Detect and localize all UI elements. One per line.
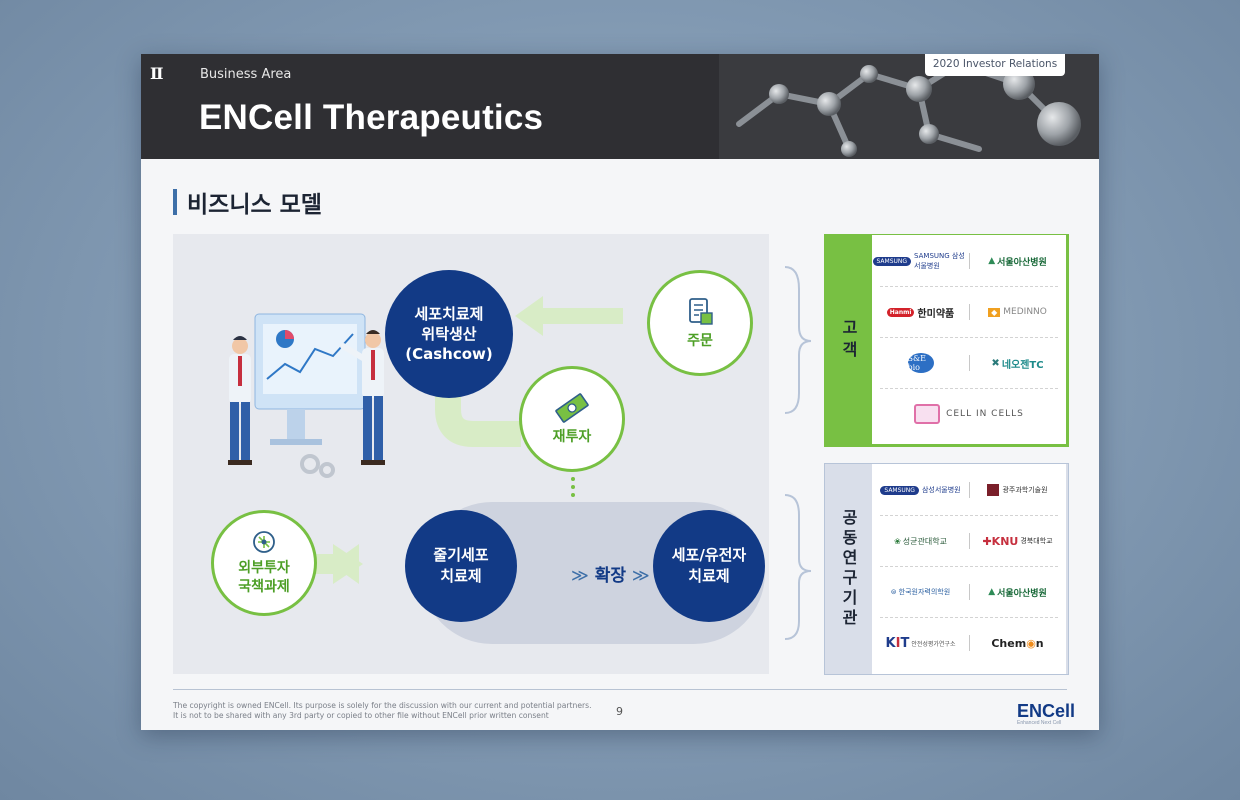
customer-row: Hanmi 한미약품 ◆MEDINNO (872, 292, 1066, 332)
section-label: Business Area (200, 67, 292, 82)
research-box: 공동연구기관 SAMSUNG 삼성서울병원 광주과학기술원 ❀성균관대학교 (824, 463, 1069, 675)
research-name: 한국원자력의학원 (898, 588, 951, 596)
divider (880, 337, 1058, 338)
divider (968, 584, 970, 600)
research-row: SAMSUNG 삼성서울병원 광주과학기술원 (872, 470, 1066, 510)
expand-text: 확장 (594, 566, 626, 586)
customers-box: 고객 SAMSUNG SAMSUNG 삼성서울병원 ▲서울아산병원 Hanmi … (824, 234, 1069, 447)
customer-logo: ◆MEDINNO (970, 307, 1066, 317)
heading-bar (173, 189, 177, 215)
brain-network-icon (253, 531, 275, 553)
order-circle: 주문 (647, 270, 753, 376)
divider (968, 635, 970, 651)
gene-therapy-circle: 세포/유전자 치료제 (653, 510, 765, 622)
customer-row: CELL IN CELLS (872, 394, 1066, 434)
research-name: 광주과학기술원 (1002, 486, 1048, 494)
customer-logo: ▲서울아산병원 (988, 256, 1047, 268)
ir-badge: 2020 Investor Relations (925, 54, 1065, 76)
reinvest-label: 재투자 (552, 429, 592, 445)
research-logo: ❀성균관대학교 (894, 536, 947, 546)
research-logo: Chem◉n (991, 636, 1044, 650)
logo-text: ENCell (1017, 701, 1076, 721)
flow-connectors (303, 296, 623, 584)
research-logo: 광주과학기술원 (970, 484, 1066, 496)
page-number: 9 (616, 705, 623, 718)
cashcow-line-2: 위탁생산 (421, 325, 477, 343)
footer-divider (173, 689, 1067, 690)
external-line-1: 외부투자 (238, 560, 290, 576)
customer-name: S&E bio (907, 353, 934, 373)
header: Ⅱ Business Area ENCell Therapeutics 2020… (141, 54, 1099, 159)
divider (880, 286, 1058, 287)
research-label: 공동연구기관 (839, 509, 858, 629)
expand-label: ≫ 확장 ≫ (571, 566, 650, 586)
divider (968, 482, 970, 498)
research-name: 서울아산병원 (997, 588, 1047, 599)
divider (968, 253, 970, 269)
divider (968, 355, 970, 371)
customer-logo: SAMSUNG SAMSUNG 삼성서울병원 (872, 251, 969, 271)
customer-name: MEDINNO (1003, 307, 1047, 317)
logo-subtext: Enhanced Next Cell (1017, 720, 1062, 726)
customer-logo: ✖네오젠TC (991, 357, 1044, 371)
customer-name: CELL IN CELLS (946, 409, 1024, 419)
gene-line-1: 세포/유전자 (671, 546, 747, 564)
customers-label: 고객 (839, 318, 858, 363)
research-logo: ▲서울아산병원 (988, 587, 1047, 599)
divider (880, 617, 1058, 618)
research-logo: ⊜한국원자력의학원 (890, 588, 951, 596)
customer-name: 네오젠TC (1001, 359, 1044, 371)
business-model-diagram: 세포치료제 위탁생산 (Cashcow) 주문 재투자 (173, 234, 769, 674)
copyright-line-1: The copyright is owned ENCell. Its purpo… (173, 701, 592, 710)
research-logo: SAMSUNG 삼성서울병원 (873, 485, 969, 495)
copyright-note: The copyright is owned ENCell. Its purpo… (173, 701, 592, 721)
research-name: 성균관대학교 (902, 536, 947, 546)
business-people-illustration (228, 313, 385, 478)
divider (880, 515, 1058, 516)
customer-name: 서울아산병원 (997, 257, 1047, 268)
cashcow-circle: 세포치료제 위탁생산 (Cashcow) (385, 270, 513, 398)
customer-logo: CELL IN CELLS (914, 404, 1024, 424)
encell-logo: ENCell Enhanced Next Cell (1017, 701, 1075, 726)
external-funding-circle: 외부투자 국책과제 (211, 510, 317, 616)
section-number: Ⅱ (150, 64, 164, 83)
customer-name: SAMSUNG 삼성서울병원 (914, 252, 965, 270)
money-icon (555, 393, 589, 423)
customer-logo: S&E bio (873, 353, 969, 373)
external-line-2: 국책과제 (238, 579, 290, 595)
research-row: ⊜한국원자력의학원 ▲서울아산병원 (872, 572, 1066, 612)
divider (968, 533, 970, 549)
order-document-icon (689, 298, 713, 325)
cashcow-line-1: 세포치료제 (414, 305, 484, 323)
customers-panel: SAMSUNG SAMSUNG 삼성서울병원 ▲서울아산병원 Hanmi 한미약… (872, 235, 1066, 444)
customer-row: S&E bio ✖네오젠TC (872, 343, 1066, 383)
section-heading: 비즈니스 모델 (187, 192, 322, 218)
stem-line-2: 치료제 (440, 567, 482, 585)
divider (968, 304, 970, 320)
stem-cell-circle: 줄기세포 치료제 (405, 510, 517, 622)
gene-line-2: 치료제 (688, 567, 730, 585)
cashcow-line-3: (Cashcow) (405, 345, 493, 363)
customer-row: SAMSUNG SAMSUNG 삼성서울병원 ▲서울아산병원 (872, 241, 1066, 281)
slide: Ⅱ Business Area ENCell Therapeutics 2020… (141, 54, 1099, 730)
order-label: 주문 (687, 333, 713, 349)
copyright-line-2: It is not to be shared with any 3rd part… (173, 711, 549, 720)
stem-line-1: 줄기세포 (433, 546, 489, 564)
page-title: ENCell Therapeutics (199, 98, 544, 137)
group-braces (784, 266, 812, 640)
reinvest-circle: 재투자 (519, 366, 625, 472)
divider (880, 566, 1058, 567)
customer-logo: Hanmi 한미약품 (873, 305, 969, 320)
divider (880, 388, 1058, 389)
